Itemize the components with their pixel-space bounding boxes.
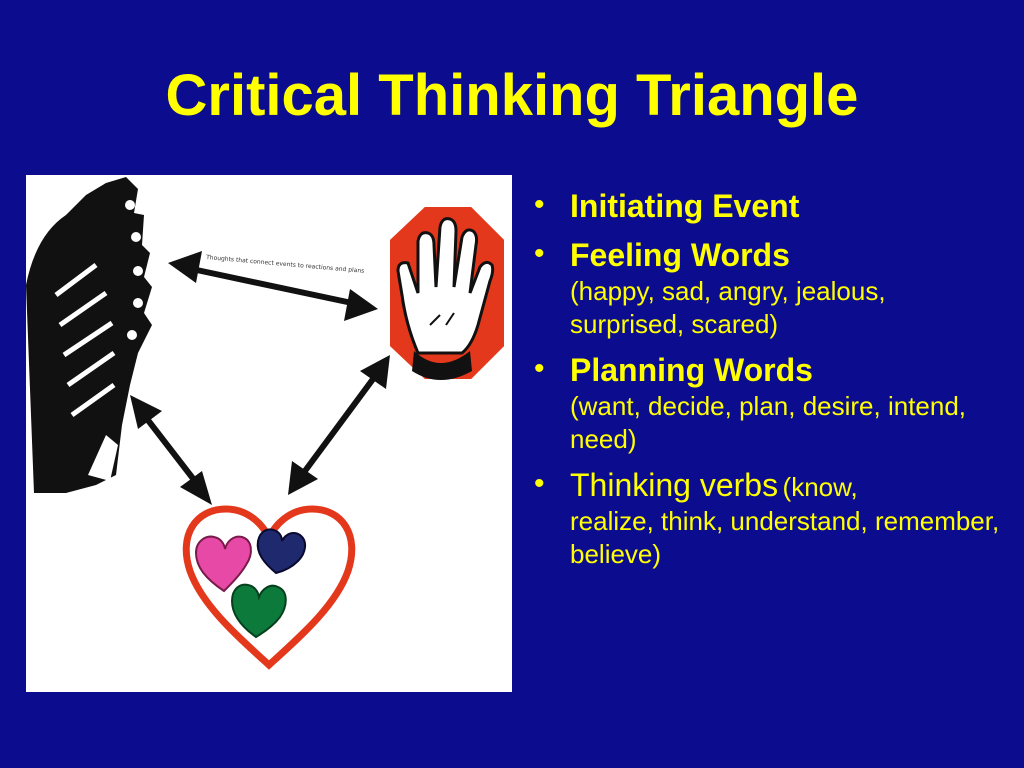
bullet-dot: • xyxy=(534,188,545,221)
slide-title: Critical Thinking Triangle xyxy=(165,63,859,128)
bullet-inline-details: (know, xyxy=(782,472,858,502)
bullet-heading: Feeling Words xyxy=(570,237,790,273)
bullet-item: • Thinking verbs (know, realize, think, … xyxy=(530,465,1000,571)
bullet-list: • Initiating Event • Feeling Words (happ… xyxy=(530,186,1000,580)
triangle-picture: Thoughts that connect events to reaction… xyxy=(26,175,512,692)
hearts-icon xyxy=(182,505,356,670)
bullet-dot: • xyxy=(534,237,545,270)
bullet-dot: • xyxy=(534,467,545,500)
bullet-dot: • xyxy=(534,352,545,385)
stop-hand-icon xyxy=(386,203,508,383)
top-double-arrow xyxy=(168,251,378,321)
left-double-arrow xyxy=(130,395,212,505)
bullet-heading: Initiating Event xyxy=(570,188,800,224)
right-double-arrow xyxy=(288,355,390,495)
bullet-item: • Initiating Event xyxy=(530,186,1000,226)
bullet-item: • Feeling Words (happy, sad, angry, jeal… xyxy=(530,235,1000,341)
triangle-diagram: Thoughts that connect events to reaction… xyxy=(26,177,508,670)
bullet-heading: Thinking verbs xyxy=(570,467,779,503)
sneaker-icon xyxy=(26,177,152,493)
handwritten-caption: Thoughts that connect events to reaction… xyxy=(205,254,365,275)
bullet-details: realize, think, understand, remember, be… xyxy=(570,506,1000,569)
bullet-item: • Planning Words (want, decide, plan, de… xyxy=(530,350,1000,456)
bullet-heading: Planning Words xyxy=(570,352,813,388)
bullet-details: (happy, sad, angry, jealous, surprised, … xyxy=(570,276,886,339)
bullet-details: (want, decide, plan, desire, intend, nee… xyxy=(570,391,967,454)
